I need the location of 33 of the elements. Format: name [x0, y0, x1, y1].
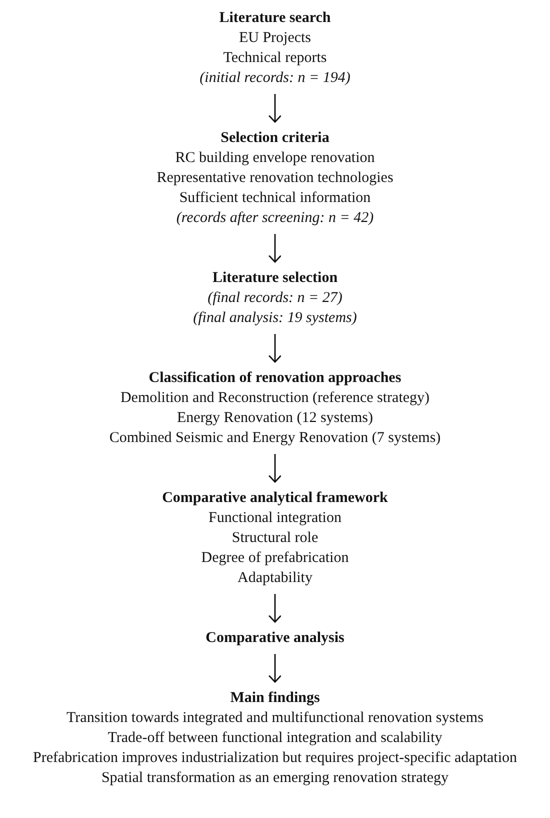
step-heading: Comparative analysis [206, 629, 344, 648]
item-text: Technical reports [223, 49, 327, 68]
step-heading: Comparative analytical framework [162, 489, 388, 508]
arrow [268, 594, 282, 623]
item-text: Spatial transformation as an emerging renovation strategy [101, 769, 449, 788]
item-text: Sufficient technical information [179, 189, 371, 208]
item-text: Trade-off between functional integration and scalability [108, 729, 442, 748]
item-text: Degree of prefabrication [201, 549, 349, 568]
note-text: (final analysis: 19 systems) [193, 309, 357, 328]
arrow [268, 454, 282, 483]
arrow [268, 94, 282, 123]
step-heading: Literature selection [212, 269, 338, 288]
arrow [268, 654, 282, 683]
item-text: Adaptability [237, 569, 312, 588]
item-text: Demolition and Reconstruction (reference strategy) [120, 389, 430, 408]
item-text: Functional integration [208, 509, 342, 528]
arrow [268, 234, 282, 263]
step-heading: Literature search [219, 9, 331, 28]
note-text: (records after screening: n = 42) [176, 209, 374, 228]
step-heading: Selection criteria [220, 129, 330, 148]
note-text: (initial records: n = 194) [200, 69, 350, 88]
item-text: Combined Seismic and Energy Renovation (7 systems) [109, 429, 441, 448]
item-text: Representative renovation technologies [156, 169, 394, 188]
item-text: RC building envelope renovation [175, 149, 375, 168]
note-text: (final records: n = 27) [208, 289, 342, 308]
arrow [268, 334, 282, 363]
step-heading: Main findings [230, 689, 320, 708]
item-text: Prefabrication improves industrialization but requires project-specific adaptation [33, 749, 517, 768]
step-heading: Classification of renovation approaches [148, 369, 402, 388]
item-text: Transition towards integrated and multifunctional renovation systems [66, 709, 484, 728]
item-text: EU Projects [238, 29, 312, 48]
item-text: Structural role [232, 529, 318, 548]
item-text: Energy Renovation (12 systems) [177, 409, 373, 428]
